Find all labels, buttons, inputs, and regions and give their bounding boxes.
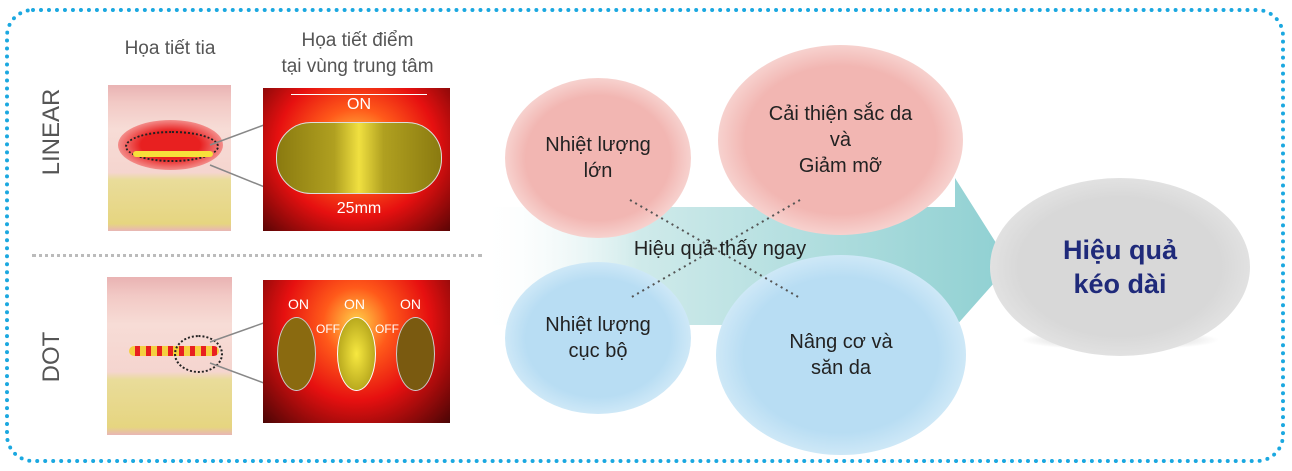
bubble-local-heat: Nhiệt lượng cục bộ xyxy=(505,262,691,414)
off-label: OFF xyxy=(375,322,399,336)
linear-heat-image: ON 25mm xyxy=(263,88,450,231)
skin-dot-image xyxy=(107,277,232,435)
result-text: Hiệu quả xyxy=(1062,235,1177,265)
on-label: ON xyxy=(344,296,365,312)
result-text: kéo dài xyxy=(1073,269,1167,299)
bubble-text: Nâng cơ và xyxy=(789,331,893,353)
dotted-frame xyxy=(5,8,1285,463)
bubble-text: Nhiệt lượng xyxy=(545,134,651,156)
bubble-text: Giảm mỡ xyxy=(798,155,883,177)
bubble-lifting: Nâng cơ và săn da xyxy=(716,255,966,455)
on-label: ON xyxy=(291,94,427,113)
size-label: 25mm xyxy=(336,200,382,217)
header-linear-pattern: Họa tiết tia xyxy=(124,38,216,59)
header-line: tại vùng trung tâm xyxy=(281,56,434,77)
bubble-text: và xyxy=(829,129,852,151)
skin-linear-image xyxy=(108,85,231,231)
off-label: OFF xyxy=(316,322,340,336)
row-label-dot: DOT xyxy=(38,331,65,383)
on-label: ON xyxy=(400,296,421,312)
row-divider xyxy=(32,254,482,257)
bubble-text: săn da xyxy=(810,357,872,379)
bubble-text: Nhiệt lượng xyxy=(545,314,651,336)
header-line: Họa tiết điểm xyxy=(301,30,414,51)
dot-heat-image: ON ON ON OFF OFF xyxy=(263,280,450,423)
bubble-text: lớn xyxy=(583,160,613,182)
result-bubble: Hiệu quả kéo dài xyxy=(990,178,1250,356)
zoom-lines xyxy=(209,121,273,387)
on-label: ON xyxy=(288,296,309,312)
arrow-label: Hiệu quả thấy ngay xyxy=(633,238,807,260)
connector-dotted-lines xyxy=(629,199,801,299)
bubble-text: Cải thiện sắc da xyxy=(768,103,913,125)
row-label-linear: LINEAR xyxy=(38,88,65,176)
bubble-text: cục bộ xyxy=(568,340,628,362)
bubble-high-heat: Nhiệt lượng lớn xyxy=(505,78,691,238)
header-center-pattern: Họa tiết điểm tại vùng trung tâm xyxy=(250,28,465,80)
